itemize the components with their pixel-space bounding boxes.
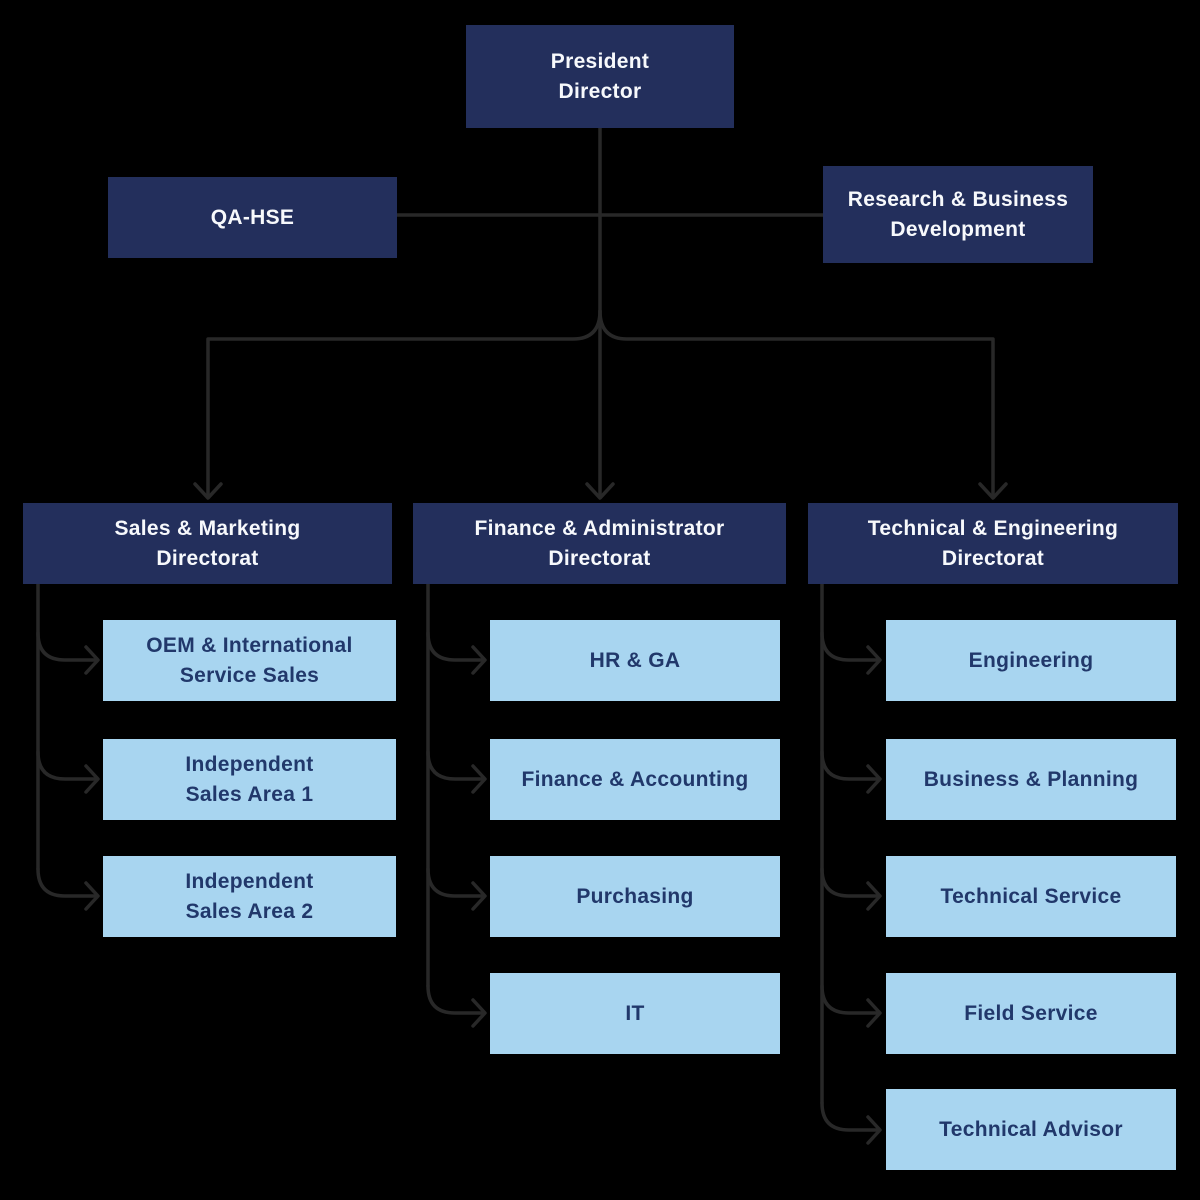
business-planning-label: Business & Planning — [923, 767, 1139, 791]
engineering-label: Engineering — [968, 648, 1094, 672]
technical-engineering-directorate-box: Technical & Engineering Directorat — [808, 503, 1178, 584]
arrow-down-icon — [193, 482, 223, 500]
connector-line — [820, 867, 881, 898]
connector-line — [426, 631, 486, 662]
connector-line — [820, 1101, 881, 1132]
it-label: IT — [625, 1001, 645, 1025]
hr-ga-label: HR & GA — [589, 648, 681, 672]
connector-line — [426, 867, 486, 898]
purchasing-box: Purchasing — [490, 856, 780, 937]
connector-line — [36, 750, 99, 781]
purchasing-label: Purchasing — [576, 884, 694, 908]
connector-line — [820, 750, 881, 781]
technical-column-connector — [820, 582, 882, 1145]
sales-marketing-directorate-label: Sales & Marketing Directorat — [114, 517, 301, 570]
arrow-right-icon — [471, 764, 487, 794]
oem-international-service-sales-box: OEM & International Service Sales — [103, 620, 396, 701]
independent-sales-area-2-box: Independent Sales Area 2 — [103, 856, 396, 937]
it-box: IT — [490, 973, 780, 1054]
president-director-box: President Director — [466, 25, 734, 128]
engineering-box: Engineering — [886, 620, 1176, 701]
connector-line — [820, 984, 881, 1015]
finance-column-connector — [426, 582, 487, 1028]
arrow-right-icon — [84, 764, 100, 794]
arrow-right-icon — [471, 645, 487, 675]
arrow-right-icon — [866, 998, 882, 1028]
arrow-down-icon — [978, 482, 1008, 500]
arrow-right-icon — [84, 645, 100, 675]
arrow-right-icon — [866, 881, 882, 911]
connector-line — [426, 984, 486, 1015]
sales-column-connector — [36, 582, 100, 911]
technical-engineering-directorate-label: Technical & Engineering Directorat — [867, 517, 1119, 570]
independent-sales-area-2-label: Independent Sales Area 2 — [185, 870, 314, 923]
qa-hse-label: QA-HSE — [210, 205, 295, 229]
arrow-right-icon — [866, 645, 882, 675]
technical-advisor-box: Technical Advisor — [886, 1089, 1176, 1170]
technical-service-box: Technical Service — [886, 856, 1176, 937]
connector-line — [206, 309, 602, 499]
field-service-label: Field Service — [964, 1001, 1098, 1025]
research-business-development-label: Research & Business Development — [847, 188, 1069, 241]
independent-sales-area-1-label: Independent Sales Area 1 — [185, 753, 314, 806]
arrow-right-icon — [84, 881, 100, 911]
finance-accounting-label: Finance & Accounting — [521, 767, 749, 791]
oem-international-service-sales-label: OEM & International Service Sales — [146, 634, 353, 687]
technical-advisor-label: Technical Advisor — [939, 1117, 1123, 1141]
connector-line — [36, 867, 99, 898]
business-planning-box: Business & Planning — [886, 739, 1176, 820]
arrow-right-icon — [866, 764, 882, 794]
connector-line — [598, 309, 995, 499]
independent-sales-area-1-box: Independent Sales Area 1 — [103, 739, 396, 820]
arrow-right-icon — [866, 1115, 882, 1145]
arrow-down-icon — [585, 482, 615, 500]
technical-service-label: Technical Service — [940, 884, 1122, 908]
sales-marketing-directorate-box: Sales & Marketing Directorat — [23, 503, 392, 584]
hr-ga-box: HR & GA — [490, 620, 780, 701]
connector-line — [36, 631, 99, 662]
president-to-directorates-connector — [193, 126, 1008, 500]
research-business-development-box: Research & Business Development — [823, 166, 1093, 263]
qa-hse-box: QA-HSE — [108, 177, 397, 258]
finance-accounting-box: Finance & Accounting — [490, 739, 780, 820]
connector-line — [820, 631, 881, 662]
arrow-right-icon — [471, 881, 487, 911]
finance-administrator-directorate-box: Finance & Administrator Directorat — [413, 503, 786, 584]
finance-administrator-directorate-label: Finance & Administrator Directorat — [474, 517, 725, 570]
president-director-label: President Director — [550, 50, 650, 103]
field-service-box: Field Service — [886, 973, 1176, 1054]
connector-line — [426, 750, 486, 781]
arrow-right-icon — [471, 998, 487, 1028]
